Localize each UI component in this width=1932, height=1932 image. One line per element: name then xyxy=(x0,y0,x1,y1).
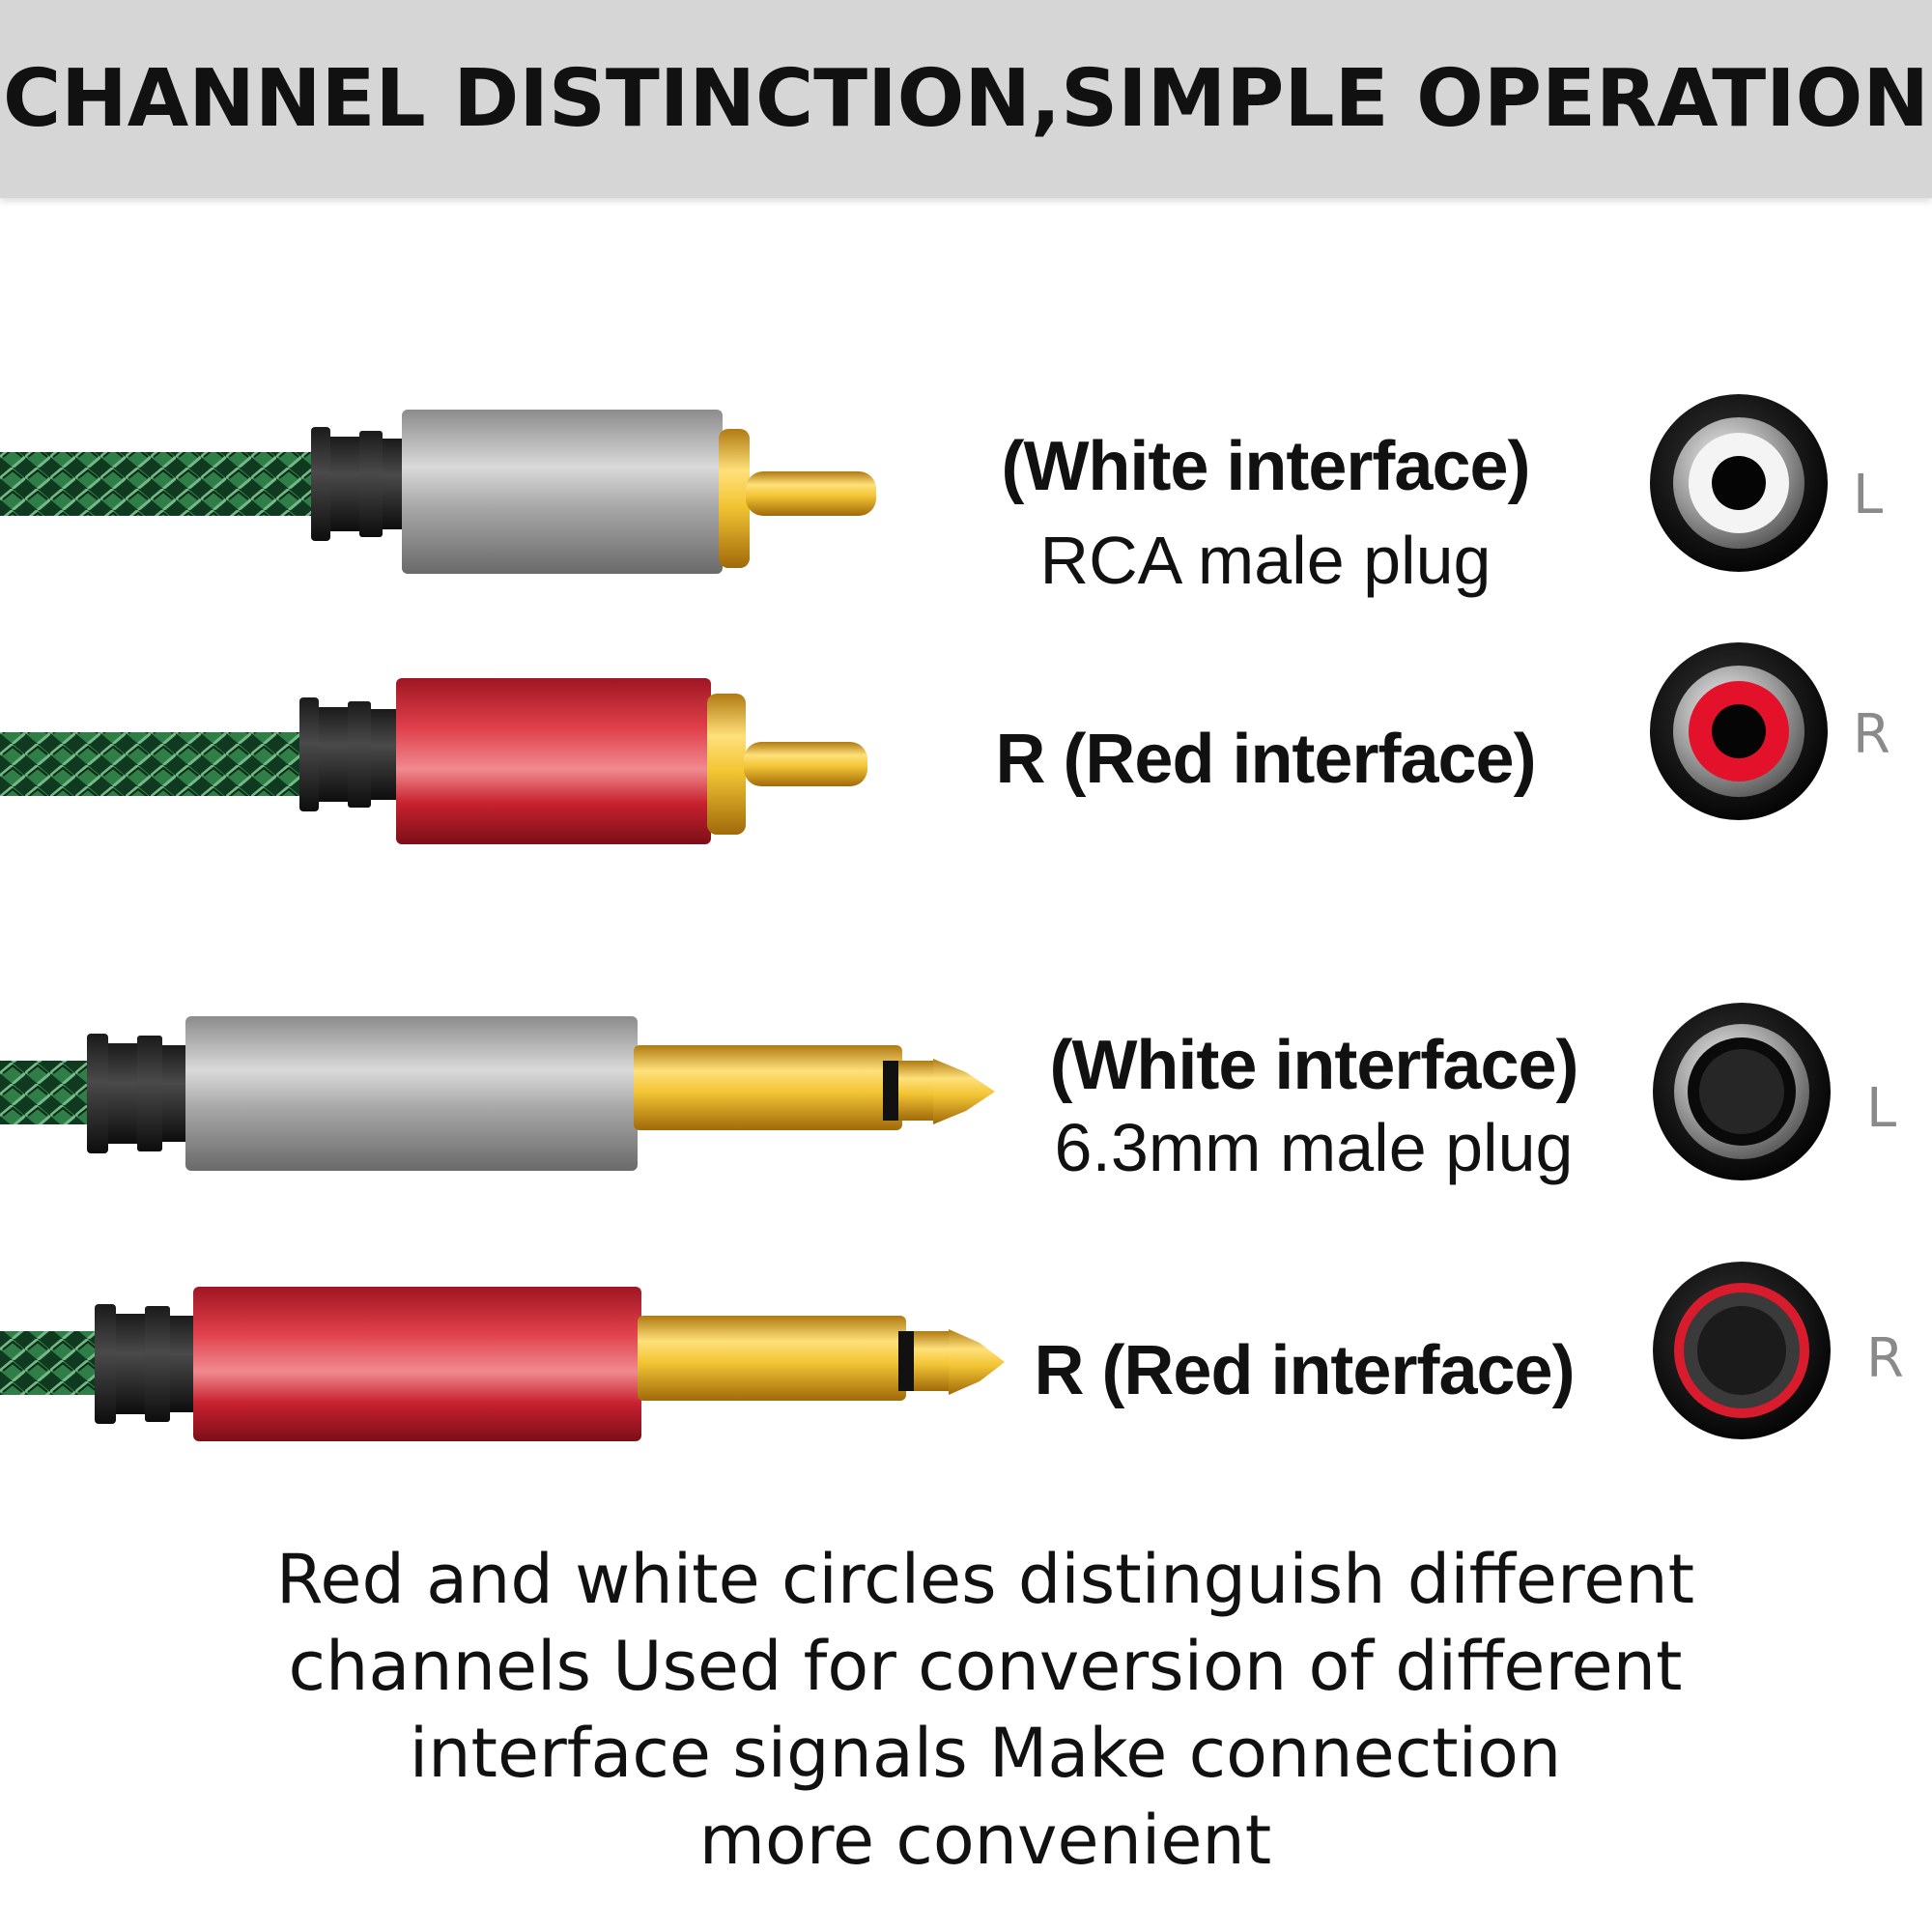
braided-cable xyxy=(0,452,319,516)
rca-white-subline: RCA male plug xyxy=(1039,523,1492,598)
socket-right-red xyxy=(1650,642,1828,820)
description-line: interface signals Make connection xyxy=(409,1714,1562,1793)
channel-label-r: R xyxy=(1853,703,1890,766)
banner-title: CHANNEL DISTINCTION,SIMPLE OPERATION xyxy=(2,53,1930,145)
braided-cable xyxy=(0,1061,95,1124)
jack-white-subline: 6.3mm male plug xyxy=(1054,1110,1574,1185)
jack-red-plug xyxy=(0,1287,1005,1441)
rca-white-plug xyxy=(0,410,876,574)
jack-red-headline: R (Red interface) xyxy=(1034,1332,1575,1409)
channel-label-l: L xyxy=(1866,1077,1897,1140)
description-line: channels Used for conversion of differen… xyxy=(288,1627,1683,1706)
jack-white-headline: (White interface) xyxy=(1049,1027,1578,1104)
braided-cable xyxy=(0,732,307,796)
description: Red and white circles distinguish differ… xyxy=(193,1536,1777,1884)
rca-white-headline: (White interface) xyxy=(1001,428,1530,505)
socket-left-white xyxy=(1650,394,1828,572)
channel-label-l: L xyxy=(1853,464,1884,526)
title-banner: CHANNEL DISTINCTION,SIMPLE OPERATION xyxy=(0,0,1932,198)
description-line: more convenient xyxy=(698,1801,1272,1880)
rca-red-headline: R (Red interface) xyxy=(995,721,1536,798)
channel-label-r: R xyxy=(1866,1327,1904,1390)
socket-left-jack xyxy=(1653,1003,1831,1180)
socket-right-jack xyxy=(1653,1262,1831,1439)
rca-red-plug xyxy=(0,678,867,844)
jack-white-plug xyxy=(0,1016,995,1171)
description-line: Red and white circles distinguish differ… xyxy=(275,1540,1695,1619)
braided-cable xyxy=(0,1331,104,1395)
